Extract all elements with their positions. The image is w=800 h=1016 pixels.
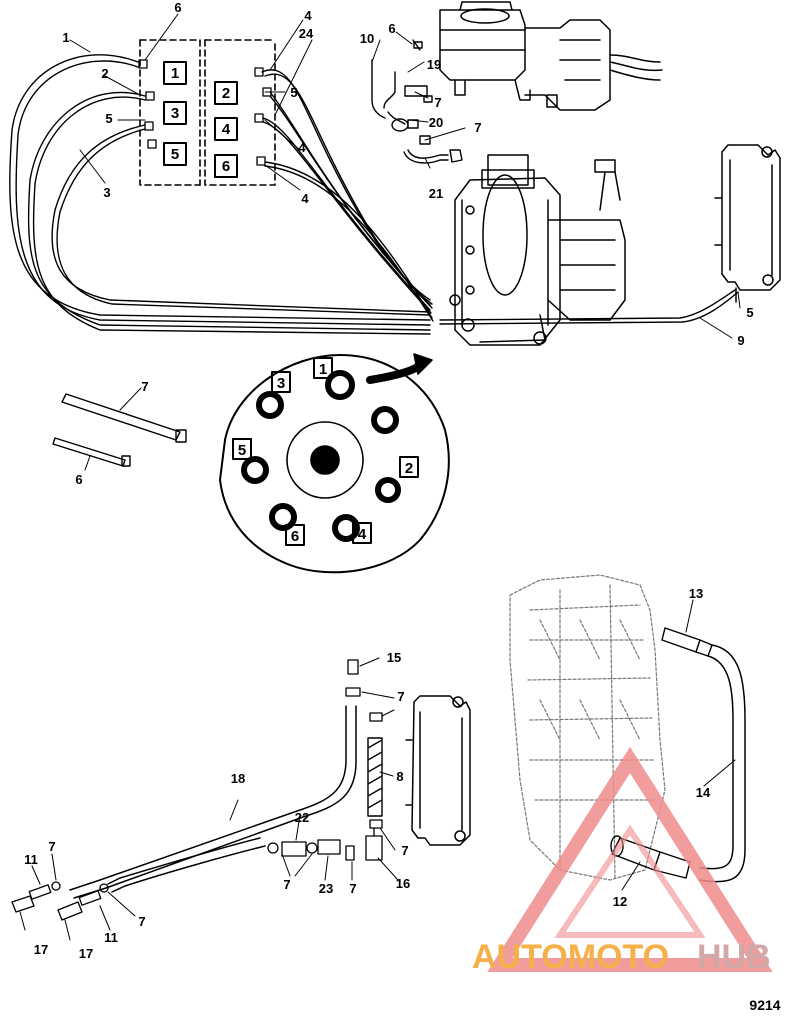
callout-11-left: 11 <box>24 852 38 867</box>
callout-11-right: 11 <box>104 930 118 945</box>
callout-13: 13 <box>689 586 703 601</box>
callout-4-low: 4 <box>301 191 309 206</box>
flywheel-disc <box>219 353 450 574</box>
callout-7-e: 7 <box>401 843 408 858</box>
cylinder-box-2 <box>214 81 238 105</box>
bleed-hoses <box>9 54 434 335</box>
cylinder-box-5 <box>163 142 187 166</box>
cylinder-box-4 <box>214 117 238 141</box>
cylinder-box-6 <box>214 154 238 178</box>
flywheel-label-5: 5 <box>238 442 246 459</box>
flywheel-label-6: 6 <box>291 528 299 545</box>
callout-10: 10 <box>360 31 374 46</box>
lower-fittings <box>267 659 383 861</box>
fuel-pump-assembly <box>439 1 663 111</box>
callout-7-h: 7 <box>48 839 55 854</box>
callout-9: 9 <box>737 333 744 348</box>
callout-5-right: 5 <box>746 305 753 320</box>
flywheel-labels: 1 2 3 4 5 6 <box>238 361 413 545</box>
callout-1: 1 <box>62 30 69 45</box>
callout-22: 22 <box>295 810 309 825</box>
cylinder-label-6: 6 <box>222 158 230 175</box>
callout-7-g: 7 <box>349 881 356 896</box>
callout-17-right: 17 <box>79 946 93 961</box>
callout-7-tie: 7 <box>141 379 148 394</box>
callout-4-mid: 4 <box>298 140 306 155</box>
callout-8: 8 <box>396 769 403 784</box>
hose-8 <box>367 737 383 817</box>
watermark-text-hub: HUB <box>697 938 771 976</box>
hose-18 <box>69 705 357 899</box>
cylinder-box-3 <box>163 101 187 125</box>
callout-19: 19 <box>427 57 441 72</box>
cable-tie-7 <box>61 393 187 443</box>
fitting-13 <box>661 627 713 657</box>
callout-2: 2 <box>101 66 108 81</box>
leader-lines <box>19 13 741 941</box>
watermark-text-automoto: AUTOMOTO <box>472 938 669 976</box>
hose-9 <box>439 289 739 325</box>
cylinder-label-4: 4 <box>222 121 231 138</box>
cylinder-box-1 <box>163 61 187 85</box>
callout-7-d: 7 <box>397 689 404 704</box>
callout-14: 14 <box>696 785 711 800</box>
engine-block <box>509 574 666 881</box>
figure-id: 9214 <box>749 997 780 1013</box>
callout-21: 21 <box>429 186 443 201</box>
callout-7-i: 7 <box>138 914 145 929</box>
flywheel-label-3: 3 <box>277 375 285 392</box>
callout-6-upper: 6 <box>388 21 395 36</box>
hose-14 <box>699 644 746 883</box>
fitting-11-left <box>11 881 61 913</box>
cylinder-label-2: 2 <box>222 85 230 102</box>
flywheel-label-1: 1 <box>319 361 327 378</box>
callout-15: 15 <box>387 650 401 665</box>
callout-6-tie: 6 <box>75 472 82 487</box>
intake-assembly <box>449 154 626 346</box>
flywheel-label-2: 2 <box>405 460 413 477</box>
callout-12: 12 <box>613 894 627 909</box>
callout-17-left: 17 <box>34 942 48 957</box>
cylinder-label-3: 3 <box>171 105 179 122</box>
callout-23: 23 <box>319 881 333 896</box>
cylinder-box-labels: 1 2 3 4 5 6 <box>171 65 231 175</box>
flywheel-label-4: 4 <box>358 526 367 543</box>
callout-7-b: 7 <box>474 120 481 135</box>
cable-tie-6 <box>52 437 131 467</box>
filter-housing-top <box>714 144 781 303</box>
callout-18: 18 <box>231 771 245 786</box>
watermark-logo: AUTOMOTO HUB <box>472 746 773 976</box>
callout-4-top: 4 <box>304 8 312 23</box>
cylinder-bank-outline <box>139 39 276 186</box>
callout-3: 3 <box>103 185 110 200</box>
callout-5-mid: 5 <box>290 85 297 100</box>
fitting-11-right <box>57 883 109 921</box>
callout-labels: 1 2 3 4 24 4 4 5 5 5 6 6 6 7 7 7 7 7 7 7… <box>24 0 753 961</box>
callout-24: 24 <box>299 26 314 41</box>
callout-7-a: 7 <box>434 95 441 110</box>
callout-7-f: 7 <box>283 877 290 892</box>
callout-5-left: 5 <box>105 111 112 126</box>
cylinder-label-1: 1 <box>171 65 179 82</box>
callout-16: 16 <box>396 876 410 891</box>
cylinder-label-5: 5 <box>171 146 179 163</box>
flywheel-number-boxes <box>232 357 419 546</box>
upper-small-parts <box>371 39 463 164</box>
callout-20: 20 <box>429 115 443 130</box>
callout-6-top: 6 <box>174 0 181 15</box>
filter-housing-bottom <box>405 695 471 846</box>
